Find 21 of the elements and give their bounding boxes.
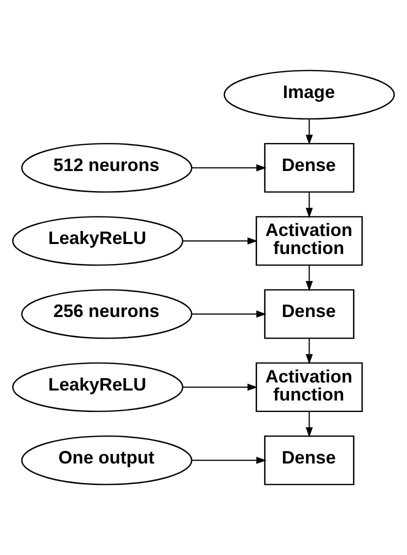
node-ellipse: One output	[21, 435, 192, 486]
arrow	[306, 265, 313, 292]
arrow	[192, 456, 266, 464]
arrow	[306, 192, 313, 218]
node-ellipse: 512 neurons	[21, 142, 192, 193]
arrow	[182, 384, 258, 391]
node-box: Activation function	[256, 362, 363, 412]
node-box: Activation function	[256, 216, 363, 266]
arrow	[182, 237, 258, 244]
node-box: Dense	[264, 289, 354, 339]
arrow	[306, 338, 313, 364]
node-box: Dense	[264, 435, 354, 486]
node-ellipse: LeakyReLU	[12, 362, 184, 412]
arrow	[306, 119, 313, 145]
node-ellipse: 256 neurons	[21, 289, 192, 339]
node-ellipse: Image	[224, 70, 395, 120]
node-box: Dense	[264, 142, 354, 193]
node-ellipse: LeakyReLU	[12, 216, 184, 266]
arrow	[192, 310, 266, 318]
arrow	[306, 412, 313, 438]
arrow	[192, 164, 266, 172]
